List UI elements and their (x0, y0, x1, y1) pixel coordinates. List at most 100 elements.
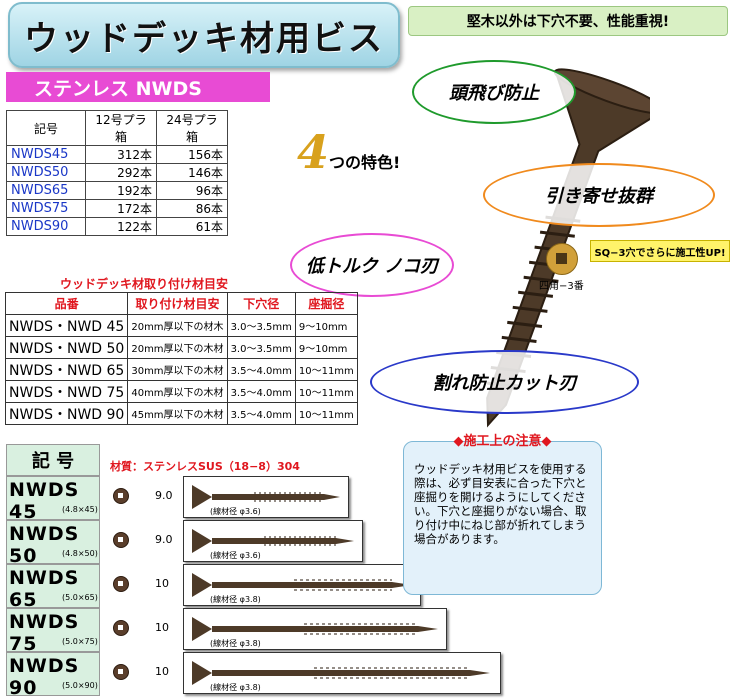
guide-header: 取り付け材目安 (127, 292, 228, 315)
spec-size: (5.0×65) (62, 593, 98, 602)
spec-size: (5.0×75) (62, 637, 98, 646)
guide-cell: 3.0〜3.5mm (226, 336, 296, 359)
pack-cell: NWDS45 (6, 145, 86, 164)
guide-cell: 10〜11mm (294, 380, 358, 403)
guide-cell: 10〜11mm (294, 358, 358, 381)
wire-diameter: (線材径 φ3.6) (210, 551, 261, 560)
sq-note: SQ−3穴でさらに施工性UP! (590, 240, 730, 262)
square-drive-icon (113, 532, 129, 548)
feature-split-cut: 割れ防止カット刃 (370, 350, 639, 414)
sq-label: 四角−3番 (539, 281, 584, 292)
features-heading: 4つの特色! (297, 125, 400, 179)
material-note: 材質：ステンレスSUS（18−8）304 (110, 460, 300, 473)
guide-cell: 30mm厚以下の木材 (127, 358, 228, 381)
feature-saw-blade: 低トルク ノコ刃 (290, 233, 454, 297)
guide-cell: 40mm厚以下の木材 (127, 380, 228, 403)
guide-cell: 9〜10mm (294, 314, 358, 337)
guide-cell: NWDS・NWD 90 (4, 402, 129, 425)
spec-name: NWDS 65 (9, 567, 80, 611)
wire-diameter: (線材径 φ3.6) (210, 507, 261, 516)
pack-cell: 61本 (156, 217, 228, 236)
head-diameter: 9.0 (155, 533, 173, 546)
guide-cell: NWDS・NWD 65 (4, 358, 129, 381)
guide-cell: 20mm厚以下の木材 (127, 336, 228, 359)
spec-size: (4.8×45) (62, 505, 98, 514)
spec-row: NWDS 45 (4.8×45) (6, 476, 100, 523)
pack-header-code: 記号 (6, 110, 86, 146)
guide-cell: NWDS・NWD 50 (4, 336, 129, 359)
pack-cell: 192本 (85, 181, 157, 200)
guide-cell: 3.5〜4.0mm (226, 380, 296, 403)
guide-cell: 45mm厚以下の木材 (127, 402, 228, 425)
spec-name: NWDS 75 (9, 611, 80, 655)
pack-cell: NWDS50 (6, 163, 86, 182)
wire-diameter: (線材径 φ3.8) (210, 683, 261, 692)
pack-cell: 292本 (85, 163, 157, 182)
spec-name: NWDS 50 (9, 523, 80, 567)
guide-header: 下穴径 (226, 292, 296, 315)
screw-image-90 (183, 652, 501, 694)
wire-diameter: (線材径 φ3.8) (210, 595, 261, 604)
pack-cell: 122本 (85, 217, 157, 236)
caution-box: ◆施工上の注意◆ ウッドデッキ材用ビスを使用する際は、必ず目安表に合った下穴と座… (403, 434, 602, 595)
spec-name: NWDS 45 (9, 479, 80, 523)
feature-pull: 引き寄せ抜群 (483, 163, 715, 227)
head-diameter: 10 (155, 621, 169, 634)
spec-row: NWDS 90 (5.0×90) (6, 652, 100, 699)
wire-diameter: (線材径 φ3.8) (210, 639, 261, 648)
top-note: 堅木以外は下穴不要、性能重視! (408, 6, 728, 36)
screw-image-75 (183, 608, 447, 650)
spec-row: NWDS 65 (5.0×65) (6, 564, 100, 611)
guide-cell: 3.5〜4.0mm (226, 402, 296, 425)
pack-cell: NWDS75 (6, 199, 86, 218)
spec-row: NWDS 75 (5.0×75) (6, 608, 100, 655)
head-diameter: 9.0 (155, 489, 173, 502)
caution-body: ウッドデッキ材用ビスを使用する際は、必ず目安表に合った下穴と座掘りを開けるように… (414, 462, 587, 546)
guide-header: 品番 (4, 292, 129, 315)
feature-anti-pop: 頭飛び防止 (412, 60, 576, 124)
square-drive-icon (113, 664, 129, 680)
guide-cell: NWDS・NWD 45 (4, 314, 129, 337)
spec-header: 記 号 (6, 444, 100, 476)
spec-size: (5.0×90) (62, 681, 98, 690)
head-diameter: 10 (155, 665, 169, 678)
guide-table-caption: ウッドデッキ材取り付け材目安 (60, 277, 229, 291)
pack-cell: 96本 (156, 181, 228, 200)
pack-cell: NWDS65 (6, 181, 86, 200)
guide-header: 座掘径 (294, 292, 358, 315)
pack-cell: 86本 (156, 199, 228, 218)
square-drive-icon (113, 576, 129, 592)
guide-cell: 3.0〜3.5mm (226, 314, 296, 337)
pack-cell: 312本 (85, 145, 157, 164)
pack-cell: NWDS90 (6, 217, 86, 236)
product-subtitle: ステンレス NWDS (6, 72, 270, 102)
pack-header-12: 12号プラ箱 (85, 110, 157, 146)
caution-title: ◆施工上の注意◆ (453, 434, 552, 449)
pack-cell: 172本 (85, 199, 157, 218)
guide-cell: 3.5〜4.0mm (226, 358, 296, 381)
square-drive-icon (546, 243, 578, 275)
guide-cell: 9〜10mm (294, 336, 358, 359)
guide-cell: 10〜11mm (294, 402, 358, 425)
square-drive-icon (113, 488, 129, 504)
features-label: つの特色! (329, 153, 401, 172)
spec-row: NWDS 50 (4.8×50) (6, 520, 100, 567)
guide-cell: NWDS・NWD 75 (4, 380, 129, 403)
square-drive-icon (113, 620, 129, 636)
features-number: 4 (297, 125, 330, 179)
pack-header-24: 24号プラ箱 (156, 110, 228, 146)
page-title: ウッドデッキ材用ビス (8, 2, 400, 68)
pack-cell: 156本 (156, 145, 228, 164)
spec-size: (4.8×50) (62, 549, 98, 558)
